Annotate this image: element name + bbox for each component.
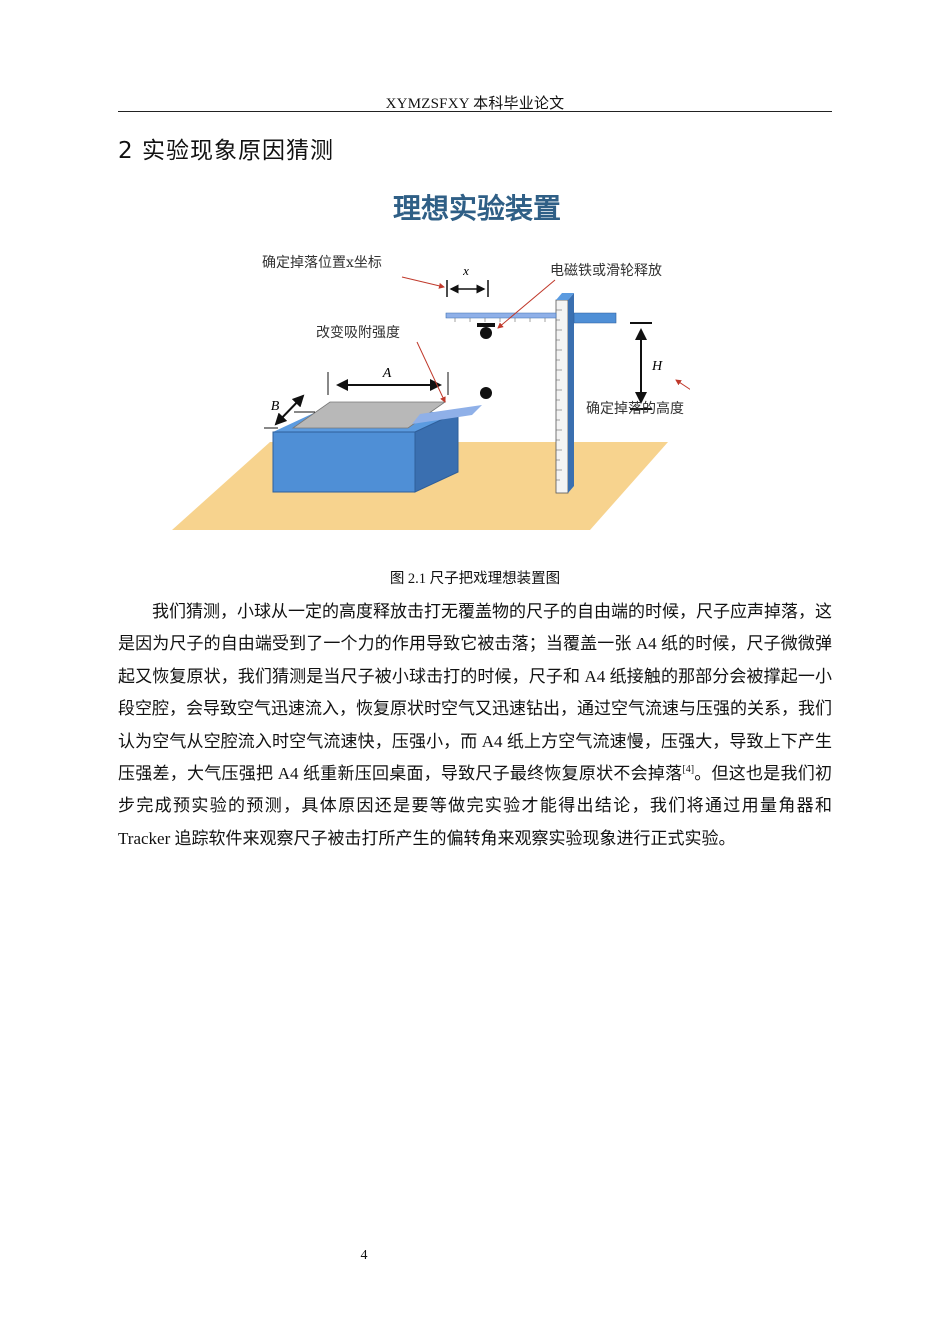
hanging-ball [480,327,492,339]
paragraph-text-2: 。但这也是我们初步完成预实验的预测，具体原因还是要等做完实验才能得出结论，我们将… [118,764,833,848]
electromagnet [477,323,495,327]
body-paragraph: 我们猜测，小球从一定的高度释放击打无覆盖物的尺子的自由端的时候，尺子应声掉落，这… [118,596,832,855]
annotation-x-position: 确定掉落位置x坐标 [262,255,382,271]
box-front [272,431,416,493]
figure-ideal-apparatus: 理想实验装置 A B [170,180,690,540]
apparatus-diagram: 理想实验装置 A B [172,192,690,530]
vertical-ruler-side [568,293,574,493]
label-a: A [382,366,392,381]
vertical-ruler-ticks [556,309,562,481]
annotation-adsorption: 改变吸附强度 [316,325,400,341]
horizontal-ruler-arm [445,312,557,319]
dimension-b-arrow [274,394,305,426]
label-x: x [462,263,469,278]
page-number: 4 [360,1248,368,1263]
label-h: H [651,359,663,374]
vertical-ruler-face [555,299,569,494]
header-rule [118,111,832,112]
annotation-height: 确定掉落的高度 [586,400,684,417]
ruler-on-box [412,405,482,424]
annotation-release: 电磁铁或滑轮释放 [550,262,662,279]
ball [480,387,492,399]
figure-caption: 图 2.1 尺子把戏理想装置图 [389,571,561,587]
running-header: XYMZSFXY 本科毕业论文 [385,96,565,112]
support-arm [573,312,617,324]
citation-ref[interactable]: [4] [682,764,695,776]
figure-title: 理想实验装置 [393,192,561,225]
label-b: B [271,399,280,414]
paragraph-text-1: 我们猜测，小球从一定的高度释放击打无覆盖物的尺子的自由端的时候，尺子应声掉落，这… [118,602,832,784]
section-heading: 2 实验现象原因猜测 [118,138,334,164]
